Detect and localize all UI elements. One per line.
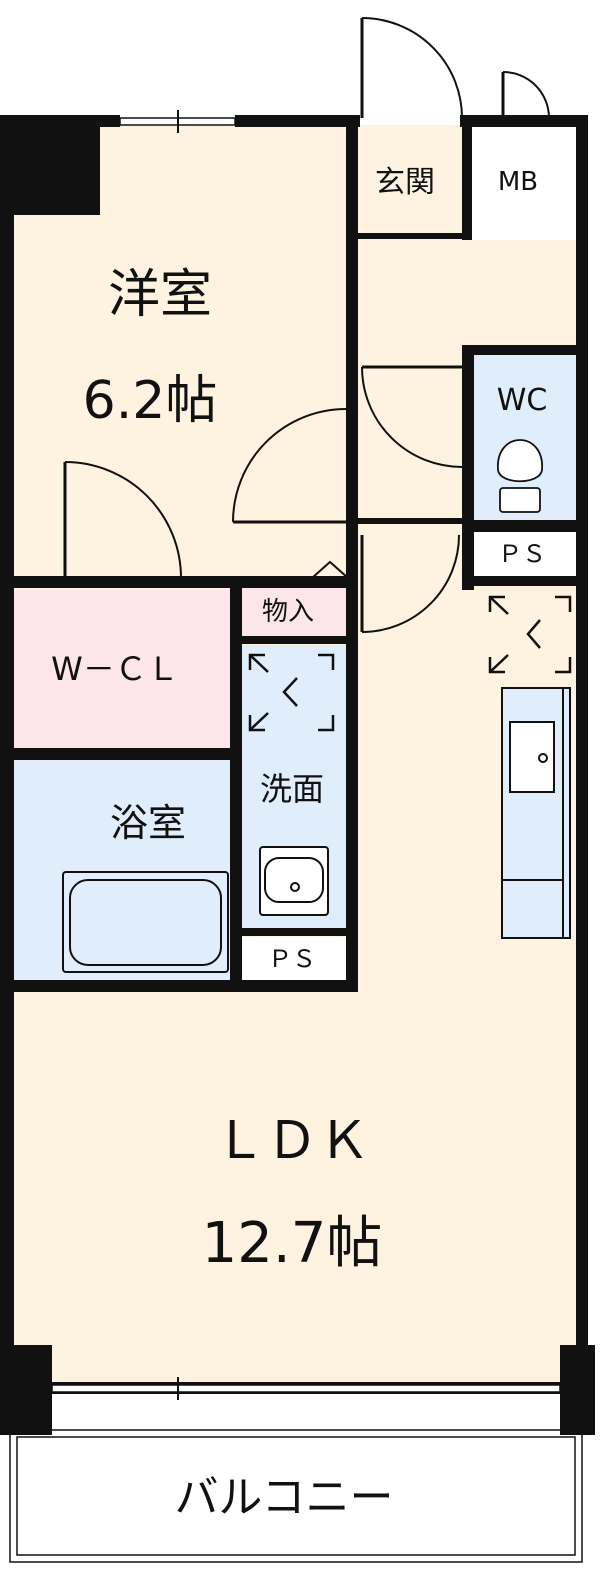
room-fills — [10, 125, 580, 1564]
entrance-label: 玄関 — [375, 165, 435, 200]
top-corner-block — [0, 115, 100, 215]
ldk-size: 12.7帖 — [202, 1211, 383, 1276]
bath-bottom-wall — [0, 980, 358, 992]
doors — [63, 17, 550, 870]
windows — [51, 110, 561, 1400]
western-room-size: 6.2帖 — [83, 371, 218, 431]
corridor-door-wall — [355, 518, 465, 524]
storage-bottom-wall — [240, 636, 350, 644]
meter-box-label: MB — [498, 167, 538, 197]
toilet-left-wall — [462, 345, 474, 590]
toilet-bottom-wall — [462, 520, 580, 532]
ps-upper-floor — [470, 532, 578, 576]
storage-door-icon — [311, 560, 349, 579]
storage-label: 物入 — [262, 597, 314, 627]
bottom-left-column — [0, 1345, 52, 1435]
western-door-swing-icon — [232, 408, 347, 524]
washer-space-icon — [248, 653, 335, 732]
ldk-name: ＬＤＫ — [214, 1111, 370, 1171]
washroom-bottom-wall — [240, 928, 350, 936]
room-labels: 洋室 6.2帖 玄関 MB WC ＰＳ 物入 W－ＣＬ 洗面 浴室 ＰＳ ＬＤＫ… — [51, 165, 547, 1523]
outer-wall-right — [576, 115, 588, 1400]
meter-box-floor — [470, 125, 580, 235]
sink-icon — [259, 846, 329, 916]
ps-lower-label: ＰＳ — [268, 945, 316, 973]
mb-door-swing-icon — [501, 71, 550, 119]
balcony-rail — [9, 1429, 583, 1563]
partition-vertical-main — [346, 125, 358, 990]
bathtub-icon — [62, 871, 229, 973]
balcony-label: バルコニー — [174, 1472, 393, 1523]
kitchen-sink-icon — [501, 687, 571, 939]
walk-in-closet-label: W－ＣＬ — [51, 650, 179, 688]
washroom-label: 洗面 — [260, 770, 324, 808]
toilet-door-swing-icon — [361, 365, 463, 468]
front-door-swing-icon — [360, 17, 463, 119]
ldk-window — [51, 1377, 561, 1400]
bottom-right-column — [560, 1345, 595, 1435]
ps-upper-label: ＰＳ — [498, 540, 546, 568]
western-room-name: 洋室 — [108, 265, 212, 325]
western-bottom-wall — [0, 576, 358, 588]
bathroom-floor — [10, 758, 232, 980]
fridge-space-icon — [488, 595, 572, 674]
top-wall-far-right — [460, 115, 588, 127]
wcl-door-swing-icon — [63, 461, 182, 579]
entrance-right-wall — [462, 115, 472, 240]
toilet-top-wall — [462, 345, 580, 355]
walls — [0, 115, 595, 1435]
storage-floor — [242, 585, 347, 637]
ps-lower-floor — [242, 937, 347, 982]
toilet-label: WC — [497, 383, 548, 418]
walk-in-closet-floor — [10, 590, 232, 750]
wcl-bottom-wall — [0, 748, 240, 760]
bathroom-label: 浴室 — [110, 801, 186, 845]
toilet-icon — [497, 439, 543, 513]
entrance-bottom-wall — [355, 233, 465, 239]
western-window — [119, 110, 236, 133]
ps-upper-bottom-wall — [462, 576, 580, 586]
top-wall-right — [235, 115, 360, 127]
entrance-floor — [355, 125, 465, 240]
corridor-door-swing-icon — [360, 534, 460, 633]
balcony-floor — [10, 1392, 580, 1564]
